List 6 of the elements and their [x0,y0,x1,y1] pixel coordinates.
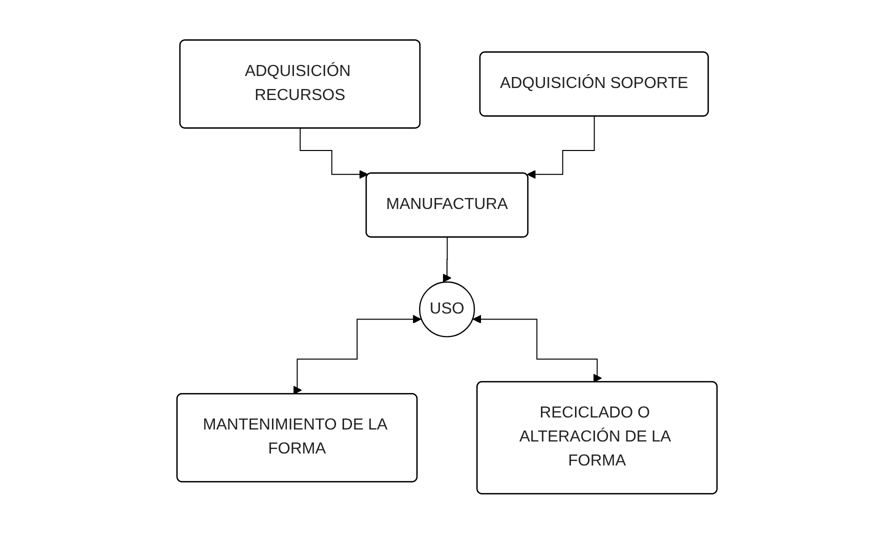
arrow [292,314,421,395]
arrow [299,128,368,179]
arrow [472,314,602,383]
node-circle: USO [418,282,474,338]
arrow [526,116,595,179]
arrow [442,237,451,283]
